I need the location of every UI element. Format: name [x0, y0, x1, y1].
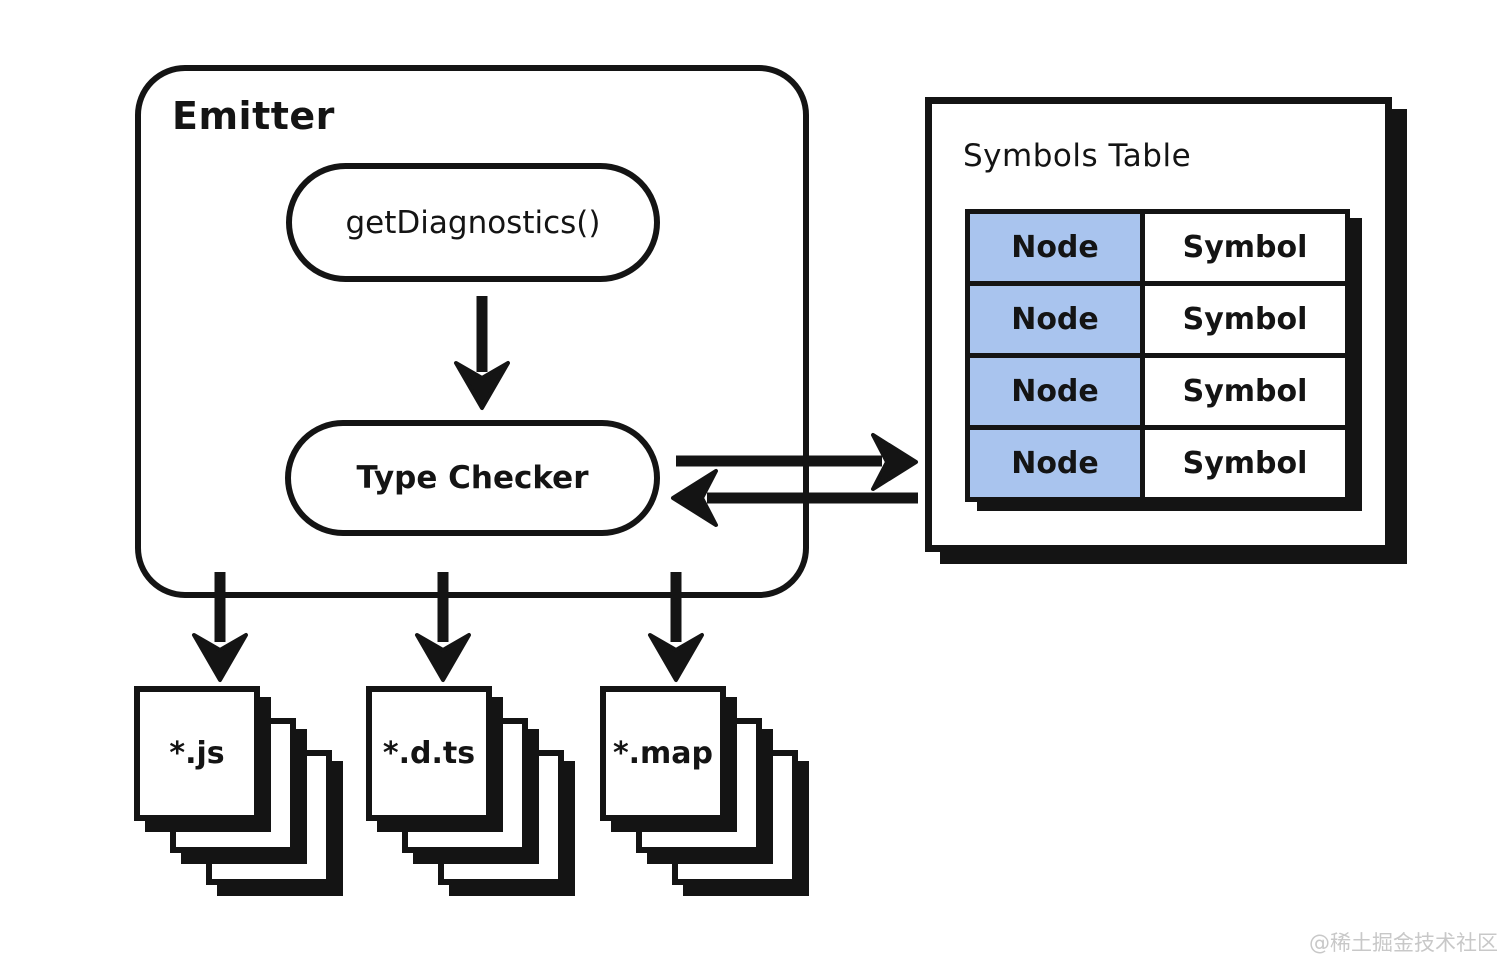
file-page-front: *.d.ts [366, 686, 492, 821]
watermark: @稀土掘金技术社区 [1309, 931, 1498, 955]
symbol-cell: Symbol [1140, 425, 1350, 502]
node-cell: Node [965, 281, 1145, 358]
output-dts-label: *.d.ts [382, 736, 476, 771]
symbol-cell: Symbol [1140, 353, 1350, 430]
emitter-title: Emitter [172, 94, 335, 138]
get-diagnostics-node: getDiagnostics() [286, 163, 660, 282]
type-checker-node: Type Checker [285, 420, 660, 536]
file-page-front: *.map [600, 686, 726, 821]
get-diagnostics-label: getDiagnostics() [345, 204, 601, 241]
output-stack-map: *.map [600, 686, 830, 921]
symbols-table-row: Node Symbol [965, 281, 1350, 358]
output-js-label: *.js [169, 736, 225, 771]
symbols-table: Node Symbol Node Symbol Node Symbol Node… [965, 209, 1350, 502]
symbols-table-row: Node Symbol [965, 425, 1350, 502]
output-stack-dts: *.d.ts [366, 686, 596, 921]
file-page-front: *.js [134, 686, 260, 821]
symbol-cell: Symbol [1140, 209, 1350, 286]
symbol-cell: Symbol [1140, 281, 1350, 358]
symbols-table-row: Node Symbol [965, 209, 1350, 286]
node-cell: Node [965, 209, 1145, 286]
symbols-table-row: Node Symbol [965, 353, 1350, 430]
type-checker-label: Type Checker [356, 460, 589, 496]
node-cell: Node [965, 353, 1145, 430]
output-map-label: *.map [612, 736, 714, 771]
symbols-table-title: Symbols Table [963, 138, 1192, 174]
output-stack-js: *.js [134, 686, 364, 921]
node-cell: Node [965, 425, 1145, 502]
